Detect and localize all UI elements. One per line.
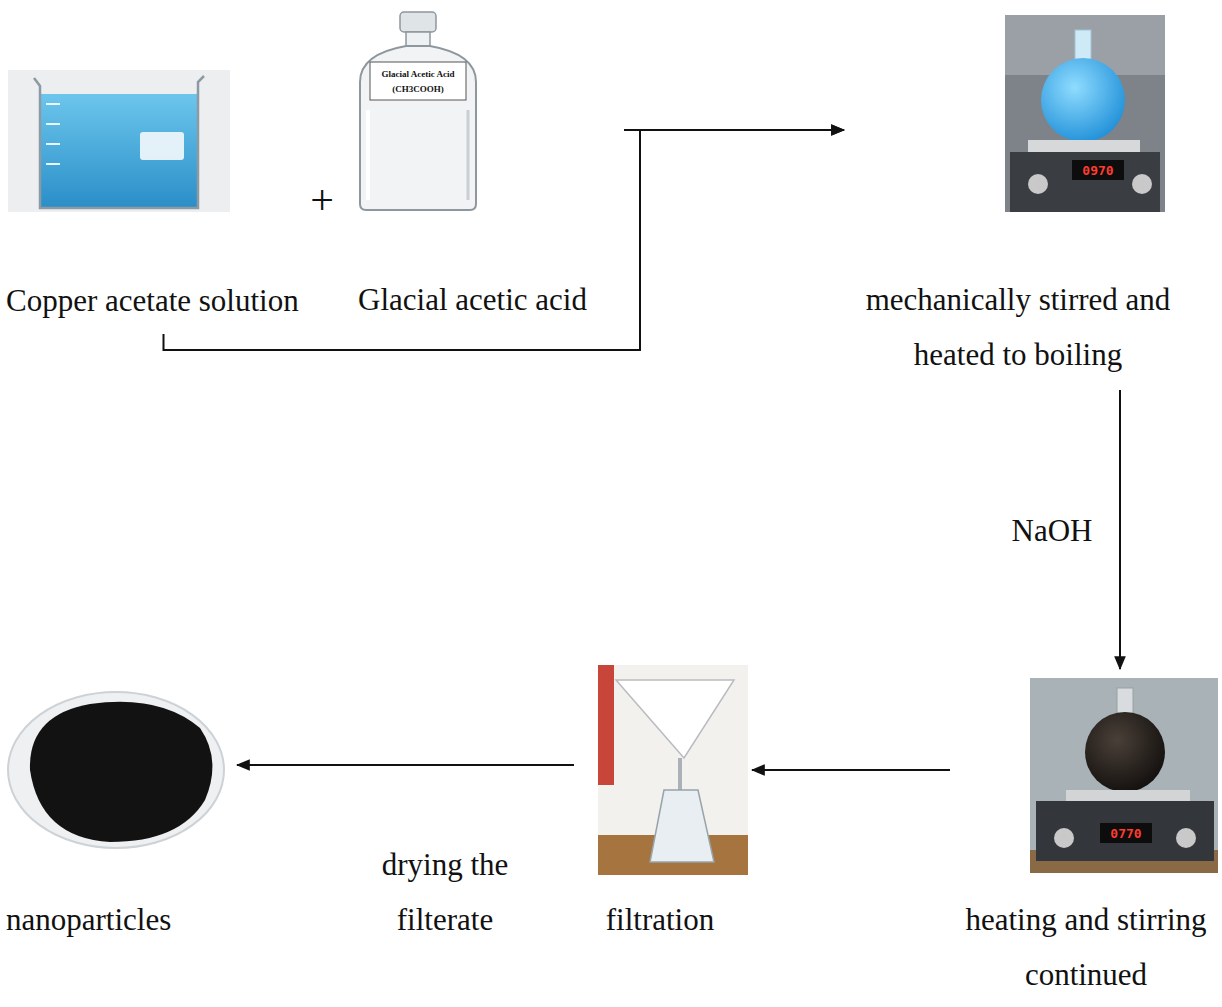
copper-solution (40, 94, 198, 208)
dark-flask (1085, 712, 1165, 792)
plate-top (1028, 140, 1140, 152)
plate-knob (1132, 174, 1152, 194)
step-caption: Glacial acetic acid (358, 272, 618, 327)
plate-display (1100, 823, 1152, 843)
glass-highlight (366, 110, 370, 200)
filter-paper (616, 680, 734, 758)
plate-display (1072, 160, 1124, 180)
beaker-photo (8, 70, 230, 212)
process-step: nanoparticles (6, 688, 231, 947)
filtration-photo (598, 665, 748, 875)
graduation (46, 163, 60, 165)
step-caption: filtration (580, 892, 740, 947)
step-caption: heating and stirring continued (954, 892, 1218, 1002)
flow-arrow (237, 764, 574, 766)
plus-sign: + (310, 176, 334, 224)
graduation (46, 103, 60, 105)
graduation (46, 143, 60, 145)
photo-ground (1030, 678, 1218, 873)
process-step: Glacial acetic acid (358, 10, 618, 327)
petri-dish (8, 692, 224, 848)
step-caption: nanoparticles (6, 892, 231, 947)
arrow-label: drying the filterate (370, 837, 520, 947)
glass-shade (467, 110, 470, 200)
photo-ground (1005, 15, 1165, 212)
stirrer-photo (1005, 15, 1165, 212)
bottle-neck (406, 32, 430, 46)
plate-knob (1054, 828, 1074, 848)
flow-arrow (164, 130, 845, 350)
bottle-body (360, 46, 476, 210)
black-powder (30, 702, 212, 842)
beaker-mark (140, 132, 184, 160)
flow-arrow (1119, 390, 1121, 669)
flow-arrow (624, 129, 844, 131)
graduation (46, 123, 60, 125)
blue-flask (1041, 58, 1125, 142)
bottle-photo (360, 12, 476, 210)
process-step: Copper acetate solution (6, 65, 321, 328)
bottle-label-text: (CH3COOH) (392, 84, 444, 94)
plate-body (1036, 801, 1214, 861)
beaker-glass (34, 76, 204, 208)
photo-ground (598, 665, 748, 875)
conical-flask (650, 790, 714, 862)
step-caption: mechanically stirred and heated to boili… (848, 272, 1188, 382)
step-caption: Copper acetate solution (6, 273, 321, 328)
display-reading: 0770 (1110, 826, 1141, 841)
flow-arrow (752, 769, 950, 771)
plate-knob (1028, 174, 1048, 194)
plate-knob (1176, 828, 1196, 848)
flask-neck (1117, 688, 1133, 714)
arrow-label: NaOH (1010, 503, 1094, 558)
photo-ground (8, 70, 230, 212)
stirrer-photo (1030, 678, 1218, 873)
plate-top (1066, 790, 1190, 801)
bottle-stopper (400, 12, 436, 32)
bottle-label (370, 62, 466, 100)
display-reading: 0970 (1082, 163, 1113, 178)
bottle-label-text: Glacial Acetic Acid (382, 69, 455, 79)
process-step: filtration (580, 662, 740, 947)
plate-body (1010, 152, 1160, 212)
process-step: heating and stirring continued (954, 675, 1218, 1002)
powder-photo (8, 692, 224, 848)
process-step: mechanically stirred and heated to boili… (848, 12, 1188, 382)
photo-box (598, 665, 614, 785)
